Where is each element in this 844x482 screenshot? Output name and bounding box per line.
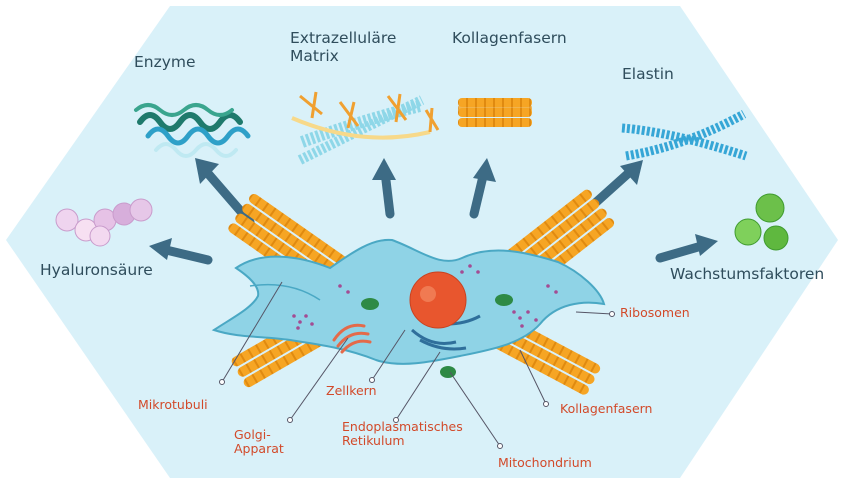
label-mikrotubuli: Mikrotubuli — [138, 398, 208, 412]
label-kollagenfasern-product: Kollagenfasern — [452, 30, 567, 48]
mitochondrion — [495, 294, 513, 306]
label-ecm: Extrazelluläre Matrix — [290, 30, 396, 66]
label-enzyme: Enzyme — [134, 54, 196, 72]
label-ribosomen: Ribosomen — [620, 306, 690, 320]
label-golgi-apparat: Golgi- Apparat — [234, 428, 284, 457]
label-mitochondrium: Mitochondrium — [498, 456, 592, 470]
label-kollagenfasern-part: Kollagenfasern — [560, 402, 652, 416]
label-wachstumsfaktoren: Wachstumsfaktoren — [670, 266, 824, 284]
label-hyaluronsaeure: Hyaluronsäure — [40, 262, 153, 280]
label-er: Endoplasmatisches Retikulum — [342, 420, 463, 449]
nucleolus — [420, 286, 436, 302]
kollagen-icon — [458, 98, 532, 127]
mitochondrion — [440, 366, 456, 378]
label-zellkern: Zellkern — [326, 384, 377, 398]
mitochondrion — [361, 298, 379, 310]
label-elastin: Elastin — [622, 66, 674, 84]
nucleus — [410, 272, 466, 328]
